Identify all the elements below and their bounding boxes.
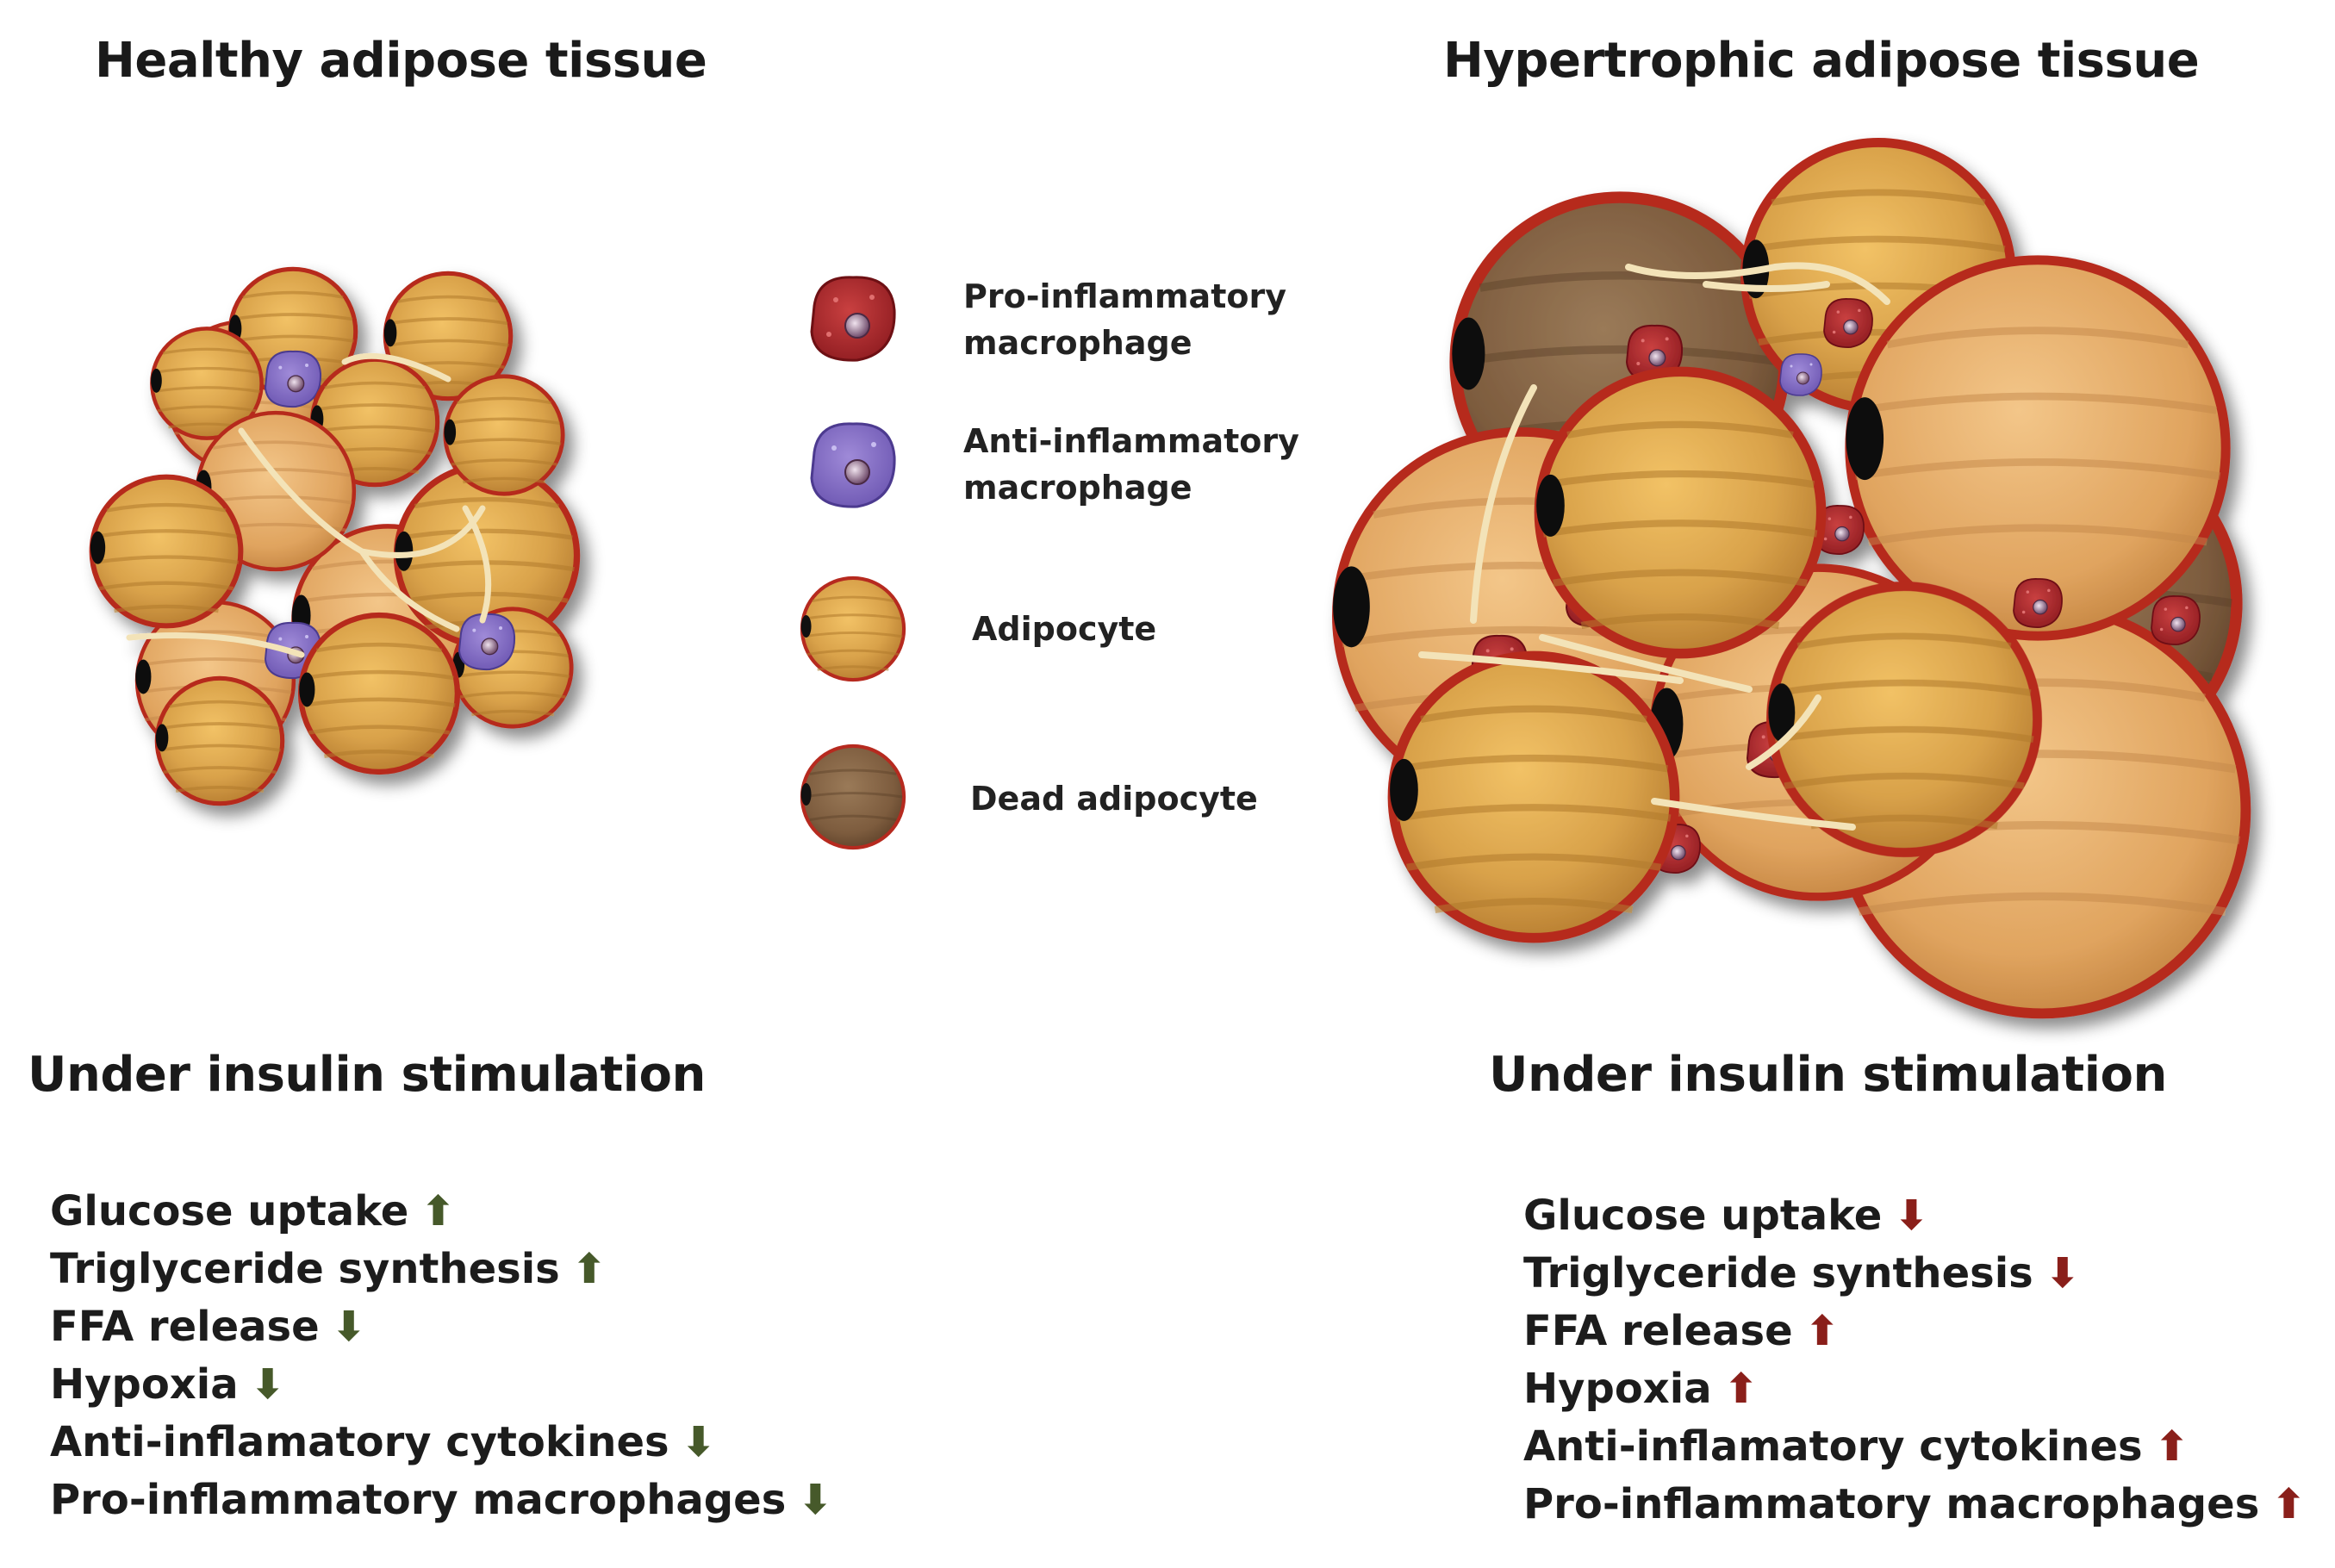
healthy-effects-heading: Under insulin stimulation (28, 1047, 706, 1103)
healthy-title: Healthy adipose tissue (95, 33, 707, 89)
healthy-tissue-cluster (90, 269, 577, 803)
down-arrow-icon: ⬇ (681, 1418, 716, 1466)
up-arrow-icon: ⬆ (571, 1245, 607, 1293)
effect-item: Pro-inflammatory macrophages⬇ (50, 1472, 833, 1529)
legend-label-adipocyte: Adipocyte (972, 610, 1157, 648)
hypertrophic-tissue-cluster (1333, 142, 2245, 1013)
pro-inflammatory-macrophage-icon (810, 276, 896, 362)
hypertrophic-effects-list: Glucose uptake⬇Triglyceride synthesis⬇FF… (1523, 1187, 2307, 1534)
effect-item: Pro-inflammatory macrophages⬆ (1523, 1476, 2307, 1534)
adipocyte-icon (801, 578, 904, 680)
effect-item: Anti-inflamatory cytokines⬆ (1523, 1418, 2307, 1476)
pro-inflammatory-macrophage (1823, 298, 1873, 348)
anti-inflammatory-macrophage (265, 350, 322, 408)
down-arrow-icon: ⬇ (250, 1360, 285, 1409)
adipocyte (1768, 586, 2037, 852)
effect-label: Pro-inflammatory macrophages (1523, 1480, 2260, 1528)
up-arrow-icon: ⬆ (2154, 1422, 2189, 1471)
effect-item: Anti-inflamatory cytokines⬇ (50, 1414, 833, 1472)
legend-label-dead-adipocyte: Dead adipocyte (970, 780, 1258, 818)
effect-label: FFA release (1523, 1307, 1793, 1355)
anti-inflammatory-macrophage (458, 613, 516, 671)
hypertrophic-effects-heading: Under insulin stimulation (1489, 1047, 2167, 1103)
adipocyte (1536, 371, 1821, 653)
healthy-effects-list: Glucose uptake⬆Triglyceride synthesis⬆FF… (50, 1183, 833, 1529)
up-arrow-icon: ⬆ (1723, 1365, 1759, 1413)
adipocyte (444, 376, 563, 494)
effect-item: Hypoxia⬇ (50, 1356, 833, 1414)
adipocyte (90, 477, 240, 626)
adipocyte (299, 615, 458, 772)
effect-item: FFA release⬆ (1523, 1303, 2307, 1360)
legend-label-anti-inflammatory: Anti-inflammatory macrophage (963, 422, 1299, 507)
effect-label: Hypoxia (50, 1360, 239, 1409)
effect-item: Glucose uptake⬆ (50, 1183, 833, 1241)
up-arrow-icon: ⬆ (1804, 1307, 1840, 1355)
down-arrow-icon: ⬇ (798, 1476, 833, 1524)
effect-label: Pro-inflammatory macrophages (50, 1476, 787, 1524)
anti-inflammatory-macrophage-icon (810, 422, 896, 508)
effect-item: Hypoxia⬆ (1523, 1360, 2307, 1418)
adipocyte (156, 678, 283, 803)
effect-label: Hypoxia (1523, 1365, 1712, 1413)
effect-label: Anti-inflamatory cytokines (50, 1418, 669, 1466)
dead-adipocyte-icon (801, 746, 904, 848)
effect-item: Triglyceride synthesis⬇ (1523, 1245, 2307, 1303)
effect-label: Anti-inflamatory cytokines (1523, 1422, 2143, 1471)
effect-label: Triglyceride synthesis (1523, 1249, 2033, 1297)
anti-inflammatory-macrophage (1779, 353, 1822, 396)
effect-item: FFA release⬇ (50, 1298, 833, 1356)
pro-inflammatory-macrophage (2013, 578, 2063, 628)
pro-inflammatory-macrophage (2151, 595, 2201, 645)
effect-item: Triglyceride synthesis⬆ (50, 1241, 833, 1298)
up-arrow-icon: ⬆ (420, 1187, 456, 1235)
down-arrow-icon: ⬇ (2045, 1249, 2080, 1297)
hypertrophic-title: Hypertrophic adipose tissue (1443, 33, 2200, 89)
down-arrow-icon: ⬇ (331, 1303, 366, 1351)
effect-label: FFA release (50, 1303, 320, 1351)
legend-label-pro-inflammatory: Pro-inflammatory macrophage (963, 277, 1286, 362)
down-arrow-icon: ⬇ (1894, 1192, 1929, 1240)
effect-label: Glucose uptake (50, 1187, 409, 1235)
up-arrow-icon: ⬆ (2271, 1480, 2307, 1528)
effect-label: Triglyceride synthesis (50, 1245, 560, 1293)
effect-item: Glucose uptake⬇ (1523, 1187, 2307, 1245)
adipocyte (1390, 656, 1675, 937)
effect-label: Glucose uptake (1523, 1192, 1883, 1240)
